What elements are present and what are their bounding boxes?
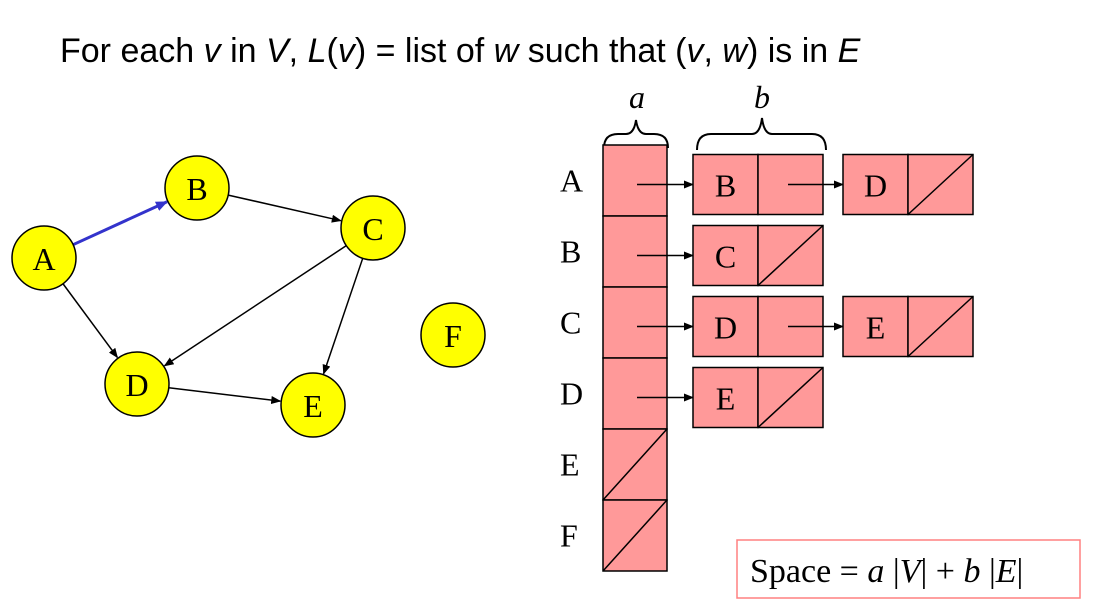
list-node-c-e: E	[842, 295, 974, 358]
edge-a-b	[72, 200, 168, 247]
value-cell	[692, 224, 759, 287]
node-circle	[164, 155, 230, 221]
null-pointer	[907, 295, 974, 358]
node-circle	[280, 372, 346, 438]
array-cell-b	[602, 215, 668, 288]
list-node-c-d: D	[692, 295, 844, 358]
node-circle	[104, 351, 170, 417]
node-label: F	[444, 318, 462, 354]
array-cell-d	[602, 357, 668, 430]
node-label: C	[362, 211, 383, 247]
value-cell	[692, 366, 759, 429]
node-f: F	[420, 302, 486, 368]
value-text: C	[715, 239, 736, 275]
formula-text: Space = a |V| + b |E|	[750, 553, 1023, 590]
array-cell-a	[602, 144, 668, 217]
edge-d-e	[168, 387, 282, 404]
node-circle	[420, 302, 486, 368]
null-pointer	[602, 499, 668, 572]
value-text: E	[716, 381, 736, 417]
edge-a-d	[62, 283, 119, 359]
directed-graph: A B C D E F	[11, 155, 486, 438]
node-c: C	[340, 195, 406, 261]
list-node-a-b: B	[692, 153, 844, 216]
node-label: D	[125, 367, 148, 403]
value-text: D	[864, 168, 887, 204]
space-formula: Space = a |V| + b |E|	[736, 539, 1081, 599]
node-label: A	[32, 241, 55, 277]
null-pointer	[907, 153, 974, 216]
null-pointer	[757, 224, 824, 287]
null-pointer	[602, 428, 668, 501]
node-d: D	[104, 351, 170, 417]
node-e: E	[280, 372, 346, 438]
value-text: B	[715, 168, 736, 204]
slide-title: For each v in V, L(v) = list of w such t…	[60, 32, 861, 70]
value-cell	[692, 295, 759, 358]
brace-a	[603, 119, 669, 149]
array-cell-c	[602, 286, 668, 359]
value-text: D	[714, 310, 737, 346]
node-label: E	[303, 388, 323, 424]
list-node-d-e: E	[692, 366, 824, 429]
value-cell	[842, 153, 909, 216]
row-label-d: D	[560, 376, 583, 412]
node-circle	[11, 225, 77, 291]
row-label-a: A	[560, 163, 583, 199]
edge-c-d	[163, 245, 347, 367]
list-node-a-d: D	[842, 153, 974, 216]
row-label-c: C	[560, 305, 581, 341]
row-label-f: F	[560, 518, 578, 554]
edge-b-c	[228, 194, 342, 223]
value-cell	[692, 153, 759, 216]
node-circle	[340, 195, 406, 261]
list-node-b-c: C	[692, 224, 824, 287]
brace-b-label: b	[754, 79, 770, 115]
brace-a-label: a	[629, 79, 645, 115]
value-text: E	[866, 310, 886, 346]
formula-box	[736, 539, 1081, 599]
edge-c-e	[322, 258, 364, 375]
node-b: B	[164, 155, 230, 221]
null-pointer	[757, 366, 824, 429]
node-a: A	[11, 225, 77, 291]
brace-b	[696, 117, 827, 151]
node-label: B	[186, 171, 207, 207]
row-label-e: E	[560, 447, 580, 483]
row-label-b: B	[560, 234, 581, 270]
